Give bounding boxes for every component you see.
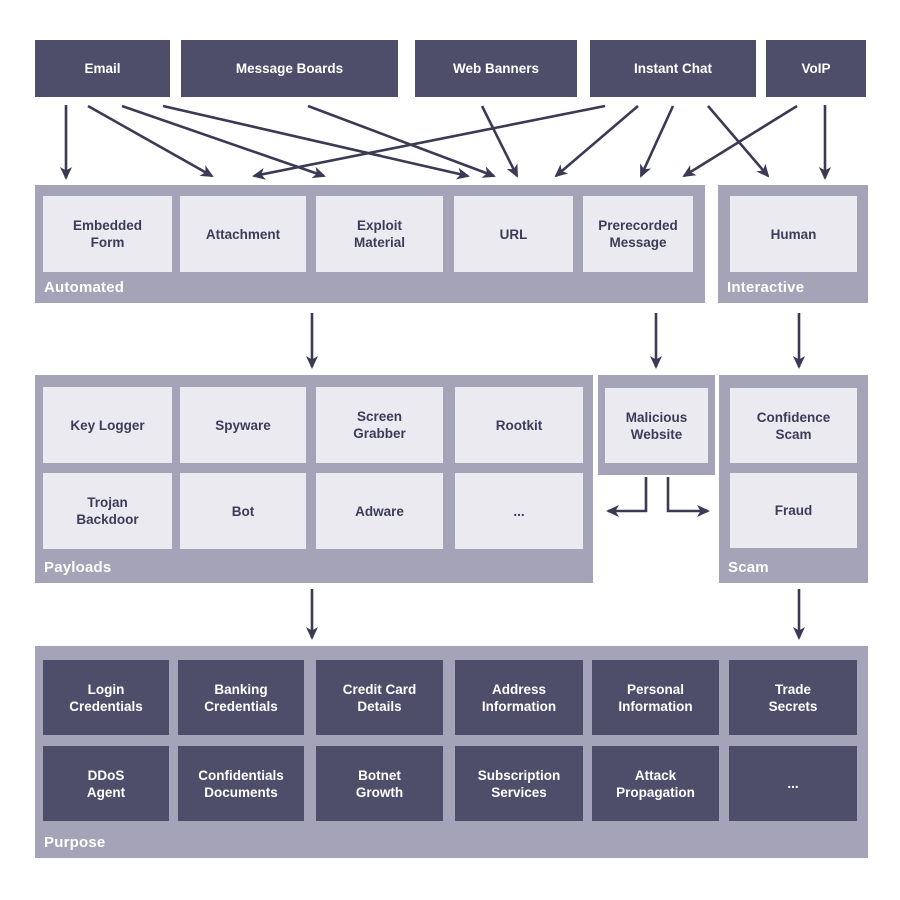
node-credit-card-details: Credit Card Details — [316, 660, 443, 735]
node-url: URL — [454, 196, 573, 272]
edge-email-attachment — [87, 104, 214, 178]
group-label-scam: Scam — [728, 559, 769, 576]
group-automated: Embedded Form Attachment Exploit Materia… — [35, 185, 705, 303]
node-fraud: Fraud — [730, 473, 857, 548]
node-message-boards: Message Boards — [181, 40, 398, 97]
node-key-logger: Key Logger — [43, 387, 172, 463]
node-confidence-scam: Confidence Scam — [730, 388, 857, 463]
node-payloads-more: ... — [455, 473, 583, 549]
node-instant-chat: Instant Chat — [590, 40, 756, 97]
group-label-purpose: Purpose — [44, 834, 106, 851]
edge-instant-chat-human — [707, 105, 770, 178]
edge-email-url — [162, 104, 470, 180]
group-malicious-website: Malicious Website — [598, 375, 715, 475]
group-label-interactive: Interactive — [727, 279, 805, 296]
node-trojan-backdoor: Trojan Backdoor — [43, 473, 172, 549]
node-adware: Adware — [316, 473, 443, 549]
edge-malicious-website-scam — [666, 477, 710, 517]
edge-email-exploit-material — [121, 104, 326, 179]
node-personal-information: Personal Information — [592, 660, 719, 735]
node-login-credentials: Login Credentials — [43, 660, 169, 735]
edge-instant-chat-prerecorded-message — [639, 105, 675, 178]
node-banking-credentials: Banking Credentials — [178, 660, 304, 735]
node-embedded-form: Embedded Form — [43, 196, 172, 272]
node-confidentials-documents: Confidentials Documents — [178, 746, 304, 821]
node-email: Email — [35, 40, 170, 97]
edge-malicious-website-payloads — [606, 477, 648, 517]
group-interactive: Human Interactive — [718, 185, 868, 303]
node-prerecorded-message: Prerecorded Message — [583, 196, 693, 272]
node-ddos-agent: DDoS Agent — [43, 746, 169, 821]
node-attack-propagation: Attack Propagation — [592, 746, 719, 821]
edge-web-banners-url — [480, 105, 519, 178]
node-purpose-more: ... — [729, 746, 857, 821]
node-web-banners: Web Banners — [415, 40, 577, 97]
node-malicious-website: Malicious Website — [605, 388, 708, 463]
node-botnet-growth: Botnet Growth — [316, 746, 443, 821]
group-label-payloads: Payloads — [44, 559, 112, 576]
node-exploit-material: Exploit Material — [316, 196, 443, 272]
edge-message-boards-url — [307, 104, 496, 178]
edge-instant-chat-url — [554, 105, 639, 178]
edge-instant-chat-attachment — [252, 104, 606, 180]
node-rootkit: Rootkit — [455, 387, 583, 463]
edge-voip-prerecorded-message — [682, 104, 798, 178]
group-scam: Confidence Scam Fraud Scam — [719, 375, 868, 583]
node-human: Human — [730, 196, 857, 272]
node-voip: VoIP — [766, 40, 866, 97]
node-screen-grabber: Screen Grabber — [316, 387, 443, 463]
node-trade-secrets: Trade Secrets — [729, 660, 857, 735]
node-bot: Bot — [180, 473, 306, 549]
node-address-information: Address Information — [455, 660, 583, 735]
node-attachment: Attachment — [180, 196, 306, 272]
group-payloads: Key Logger Spyware Screen Grabber Rootki… — [35, 375, 593, 583]
group-purpose: Login Credentials Banking Credentials Cr… — [35, 646, 868, 858]
node-spyware: Spyware — [180, 387, 306, 463]
group-label-automated: Automated — [44, 279, 125, 296]
node-subscription-services: Subscription Services — [455, 746, 583, 821]
